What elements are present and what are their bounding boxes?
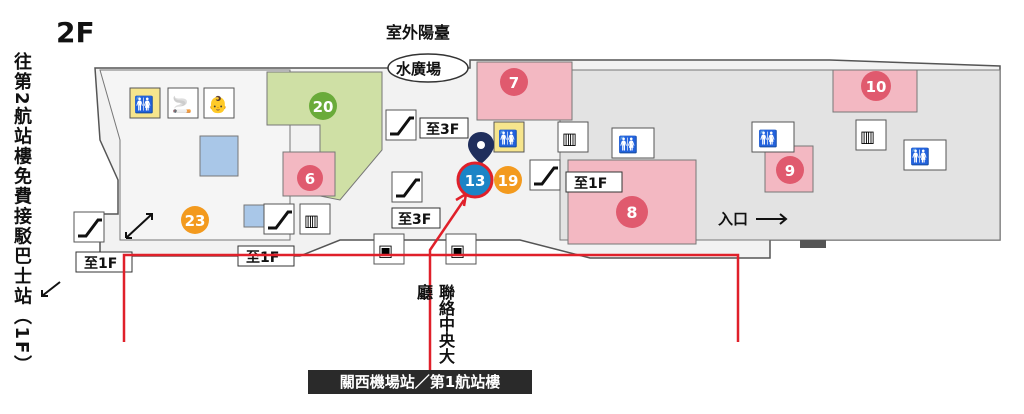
nursing-room-icon: 👶 — [203, 87, 235, 119]
restroom-icon: 🚻 — [493, 121, 525, 153]
elevator-icon: ▥ — [855, 119, 887, 151]
marker-9[interactable]: 9 — [776, 156, 804, 184]
route-line — [428, 199, 466, 372]
svg-text:6: 6 — [305, 170, 315, 188]
svg-text:▥: ▥ — [304, 211, 319, 230]
svg-text:至3F: 至3F — [426, 122, 459, 138]
svg-text:至1F: 至1F — [84, 256, 117, 272]
svg-text:19: 19 — [498, 172, 519, 190]
svg-text:🚻: 🚻 — [498, 129, 518, 148]
water-square-label: 水廣場 — [396, 60, 441, 78]
blue-area — [199, 135, 239, 177]
escalator-icon — [529, 159, 561, 191]
marker-6[interactable]: 6 — [297, 165, 323, 191]
to-1f-label: 至1F — [75, 251, 133, 273]
svg-text:7: 7 — [509, 74, 519, 92]
to-3f-label: 至3F — [391, 207, 441, 229]
entrance-label: 入口 — [718, 210, 748, 228]
svg-text:至1F: 至1F — [574, 176, 607, 192]
svg-text:▣: ▣ — [378, 241, 393, 260]
ticket-machine-icon: ▣ — [445, 233, 477, 265]
marker-13[interactable]: 13 — [456, 161, 494, 199]
to-1f-label: 至1F — [565, 171, 623, 193]
marker-7[interactable]: 7 — [500, 68, 528, 96]
svg-text:8: 8 — [626, 203, 637, 222]
ticket-machine-icon: ▣ — [373, 233, 405, 265]
location-pin-icon — [468, 132, 494, 164]
svg-text:13: 13 — [465, 172, 486, 190]
escalator-icon — [391, 171, 423, 203]
svg-text:10: 10 — [866, 78, 887, 96]
restroom-icon: 🚻 — [903, 139, 947, 171]
escalator-icon — [73, 211, 105, 243]
restroom-icon: 🚻 — [751, 121, 795, 153]
svg-text:至3F: 至3F — [398, 212, 431, 228]
svg-text:👶: 👶 — [208, 95, 228, 114]
grille — [800, 240, 826, 248]
svg-text:▥: ▥ — [562, 129, 577, 148]
svg-text:🚻: 🚻 — [910, 147, 930, 166]
to-3f-label: 至3F — [419, 117, 469, 139]
arrow-icon — [125, 213, 153, 239]
marker-19[interactable]: 19 — [494, 166, 522, 194]
svg-text:23: 23 — [185, 212, 206, 230]
shop-area-20[interactable] — [266, 71, 383, 201]
marker-10[interactable]: 10 — [861, 71, 891, 101]
svg-text:9: 9 — [785, 162, 795, 180]
water-square-oval — [387, 53, 469, 83]
svg-text:▥: ▥ — [860, 127, 875, 146]
svg-text:🚻: 🚻 — [618, 135, 638, 154]
outdoor-terrace-label: 室外陽臺 — [386, 23, 450, 42]
arrow-icon — [41, 281, 61, 297]
svg-text:🚻: 🚻 — [134, 95, 154, 114]
arrow-icon — [756, 213, 788, 225]
central-hall-connector-label: 聯絡中央大廳 — [414, 284, 455, 364]
svg-text:▣: ▣ — [450, 241, 465, 260]
elevator-icon: ▥ — [557, 121, 589, 153]
svg-text:🚻: 🚻 — [758, 129, 778, 148]
floor-label: 2F — [56, 16, 95, 49]
shuttle-bus-direction-label: 往第2航站樓免費接駁巴士站（1F） — [11, 52, 32, 376]
svg-text:至1F: 至1F — [246, 250, 279, 266]
blue-area-small — [243, 204, 267, 228]
restroom-icon: 🚻 — [611, 127, 655, 159]
marker-20[interactable]: 20 — [309, 92, 337, 120]
marker-8[interactable]: 8 — [616, 196, 648, 228]
bottom-station-banner: 關西機場站／第1航站樓 — [308, 370, 532, 394]
svg-text:20: 20 — [313, 98, 334, 116]
escalator-icon — [385, 109, 417, 141]
escalator-icon — [263, 203, 295, 235]
smoking-area-icon: 🚬 — [167, 87, 199, 119]
elevator-icon: ▥ — [299, 203, 331, 235]
restroom-icon: 🚻 — [129, 87, 161, 119]
svg-text:🚬: 🚬 — [172, 95, 192, 114]
marker-23[interactable]: 23 — [181, 206, 209, 234]
